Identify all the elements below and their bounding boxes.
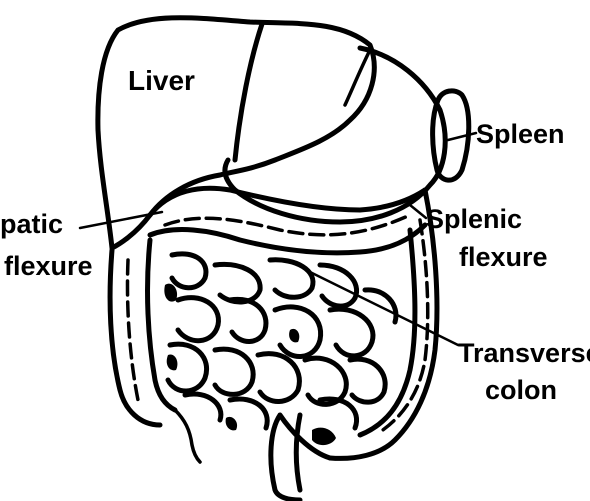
hepatic-flexure-label-line1: patic — [0, 209, 63, 239]
liver-label: Liver — [128, 65, 195, 96]
descending-colon — [330, 190, 437, 458]
small-intestine — [164, 254, 396, 431]
transverse-colon-label-line1: Transverse — [458, 338, 590, 368]
hepatic-flexure-leader — [80, 212, 162, 228]
hepatic-flexure-label-line2: flexure — [4, 251, 93, 281]
transverse-colon — [150, 188, 425, 253]
liver — [98, 18, 374, 248]
spleen-leader — [448, 133, 476, 140]
splenic-flexure-label-line2: flexure — [459, 242, 548, 272]
splenic-flexure-leader — [410, 205, 426, 218]
transverse-colon-label-line2: colon — [485, 375, 557, 405]
sigmoid-colon — [271, 415, 336, 500]
ascending-colon — [110, 240, 200, 462]
splenic-flexure-label-line1: Splenic — [426, 204, 522, 234]
spleen-label: Spleen — [476, 119, 565, 149]
